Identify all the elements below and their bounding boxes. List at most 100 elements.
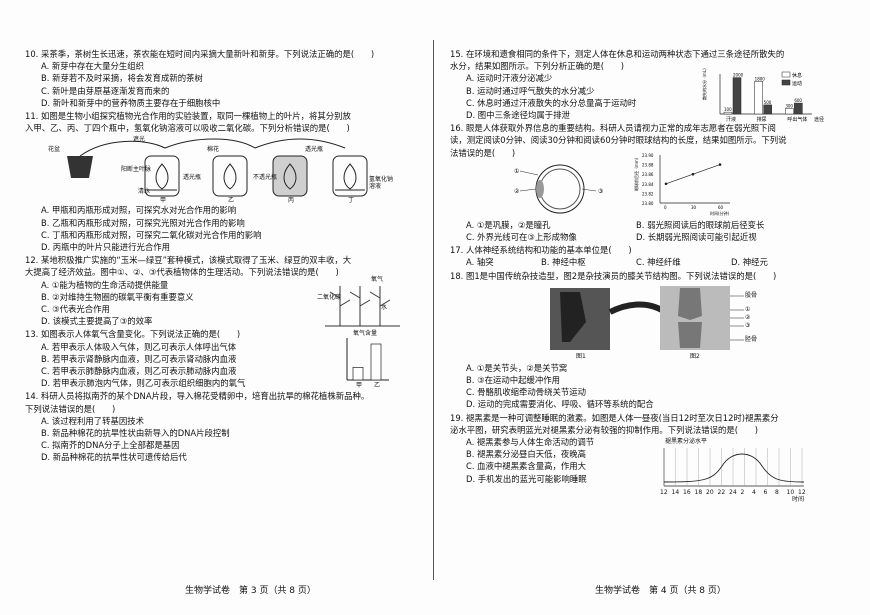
- q11-apparatus-figure: 花盆 遮光 阳断主叶脉 棉花 透光瓶 不透光瓶 透光瓶 清水 氢氧化钠溶液 甲 …: [25, 134, 410, 204]
- acrobat-knee-diagram: [550, 285, 744, 350]
- o2-chart-ylabel: 氧气含量: [353, 330, 378, 338]
- water-bar: [732, 77, 742, 115]
- q13-stem: 13. 如图表示人体氧气含量变化。下列说法正确的是( ): [25, 329, 241, 340]
- svg-text:③: ③: [598, 188, 603, 195]
- knee-label-femur: 股骨: [745, 291, 758, 299]
- footer-page-3: 生物学试卷 第 3 页（共 8 页）: [185, 586, 316, 596]
- q12-option-c: C. ③代表光合作用: [41, 304, 110, 315]
- melatonin-x-tick: 4: [752, 488, 756, 496]
- label-bing: 丙: [288, 197, 295, 205]
- water-category-label: 呼出气体: [787, 116, 807, 123]
- melatonin-x-tick: 18: [694, 488, 703, 496]
- water-bar-value: 2000: [733, 73, 744, 78]
- label-transparent-1: 透光瓶: [183, 174, 202, 182]
- knee-label-1: ①: [745, 305, 751, 313]
- q15-option-c: C. 休息时通过汗液散失的水分总量高于运动时: [466, 97, 637, 108]
- melatonin-x-tick: 16: [683, 488, 691, 496]
- q17-option-c: C. 神经纤维: [636, 257, 681, 268]
- label-oxygen: 氧气: [371, 276, 384, 284]
- water-category-label: 汗液: [726, 116, 736, 123]
- q19-stem-line1: 19. 褪黑素是一种可调整睡眠的激素。如图是人体一昼夜(当日12时至次日12时)…: [450, 412, 779, 423]
- o2-cat-yi: 乙: [374, 382, 381, 390]
- question-15: 15. 在环境和遗食相同的条件下，测定人体在休息和运动两种状态下通过三条途径所散…: [450, 48, 835, 123]
- q17-option-a: A. 轴突: [466, 257, 494, 268]
- figure-1-label: 图1: [576, 352, 586, 360]
- eye-length-chart: 23.8023.8223.8423.8623.8823.90眼球前后径（mm）0…: [633, 153, 730, 216]
- eye-data-point: [718, 163, 722, 166]
- label-transparent-2: 透光瓶: [305, 146, 324, 154]
- melatonin-x-tick: 12: [660, 488, 668, 496]
- melatonin-x-tick: 24: [729, 488, 737, 496]
- q19-stem-line2: 泌水平图，研究表明蓝光对褪黑素分泌有较强的抑制作用。下列说法错误的是( ): [450, 424, 759, 435]
- q19-option-d: D. 手机发出的蓝光可能影响睡眠: [466, 473, 587, 484]
- label-co2: 二氧化碳: [317, 294, 342, 302]
- eye-y-tick: 23.84: [642, 182, 654, 187]
- water-bar: [785, 108, 794, 115]
- knee-label-tibia: 胫骨: [745, 335, 758, 343]
- eye-y-tick: 23.86: [642, 172, 654, 177]
- q18-option-b: B. ③在运动中起缓冲作用: [466, 375, 560, 386]
- melatonin-x-tick: 2: [740, 488, 745, 496]
- melatonin-x-tick: 14: [671, 488, 680, 496]
- page-3-column: 10. 采茶季，茶树生长迅速，茶农能在短时间内采摘大量新叶和新芽。下列说法正确的…: [25, 48, 410, 465]
- water-legend-swatch: [781, 79, 791, 86]
- q11-option-d: D. 丙瓶中的叶片只能进行光合作用: [41, 242, 171, 253]
- eye-x-tick: 30: [691, 205, 697, 210]
- q16-option-d: D. 长期弱光照阅读可能引起近视: [636, 232, 757, 243]
- water-bar-value: 100: [724, 107, 732, 112]
- water-loss-chart: 散失的水分（mL）1002000汗液1800500排尿300600呼出气体途径休…: [701, 68, 824, 123]
- q12-option-a: A. ①能为植物的生命活动提供能量: [41, 279, 169, 290]
- q17-option-b: B. 神经中枢: [541, 257, 586, 268]
- question-14: 14. 科研人员将拟南芥的某个DNA片段，导入棉花受精卵中，培育出抗旱的棉花植株…: [25, 390, 410, 463]
- eye-x-tick: 0: [664, 205, 667, 210]
- water-bar-value: 1800: [755, 76, 766, 81]
- corn-plants-illustration: [325, 286, 400, 327]
- q18-figure: 股骨 ① ② ③ 胫骨 图1 图2: [450, 282, 835, 362]
- eye-y-tick: 23.82: [642, 191, 654, 196]
- q10-option-c: C. 新叶是由芽原基逐渐发育而来的: [41, 85, 170, 96]
- melatonin-chart: [663, 447, 805, 487]
- q12-option-b: B. ②对维持生物圈的碳氧平衡有重要意义: [41, 291, 194, 302]
- q14-option-c: C. 拟南芥的DNA分子上全部都是基因: [41, 440, 180, 451]
- water-bar-value: 500: [764, 100, 772, 105]
- label-jia: 甲: [160, 197, 167, 205]
- q13-option-d: D. 若甲表示肺泡内气体，则乙可表示组织细胞内的氧气: [41, 378, 246, 389]
- q10-option-b: B. 新芽若不及时采摘，将会发育成新的茶树: [41, 73, 203, 84]
- water-legend-label: 休息: [792, 72, 802, 79]
- label-clear-water: 清水: [138, 188, 151, 196]
- page-4-column: 15. 在环境和遗食相同的条件下，测定人体在休息和运动两种状态下通过三条途径所散…: [450, 48, 835, 503]
- apparatus-drawing: [67, 138, 368, 197]
- q16-stem-line2: 读，测定阅读0分钟、阅读30分钟和阅读60分钟时眼球结构的长度，结果如图所示。下…: [450, 135, 787, 146]
- melatonin-x-tick: 6: [763, 488, 768, 496]
- question-16: 16. 眼是人体获取外界信息的重要结构。科研人员请视力正常的成年志愿者在弱光照下…: [450, 122, 835, 243]
- water-xlabel: 途径: [814, 116, 824, 123]
- eye-data-point: [664, 182, 668, 185]
- eye-x-tick: 60: [718, 205, 724, 210]
- q12-stem-line1: 12. 某地积极推广实施的“玉米—绿豆”套种模式，该模式取得了玉米、绿豆的双丰收…: [25, 255, 352, 266]
- eye-y-tick: 23.80: [642, 201, 654, 206]
- q11-stem-line2: 入甲、乙、丙、丁四个瓶中，氢氧化钠溶液可以吸收二氧化碳。下列分析错误的是( ): [25, 123, 350, 134]
- figure-2-label: 图2: [690, 352, 700, 360]
- melatonin-x-tick: 20: [706, 488, 714, 496]
- label-yi: 乙: [228, 197, 235, 205]
- q12-stem-line2: 大提高了经济效益。图中①、②、③代表植物体的生理活动。下列说法错误的是( ): [25, 267, 339, 278]
- q16-option-c: C. 外界光线可在③上形成物像: [466, 232, 577, 243]
- water-bar-value: 300: [785, 104, 793, 109]
- q14-option-a: A. 该过程利用了转基因技术: [41, 415, 145, 426]
- melatonin-chart-title: 褪黑素分泌水平: [665, 437, 708, 445]
- q10-option-d: D. 新叶和新芽中的营养物质主要存在于细胞核中: [41, 97, 221, 108]
- water-legend-label: 运动: [792, 80, 802, 87]
- q19-option-a: A. 褪黑素参与人体生命活动的调节: [466, 437, 595, 448]
- melatonin-x-tick: 10: [786, 488, 795, 496]
- melatonin-x-tick: 22: [717, 488, 726, 496]
- q13-option-c: C. 若甲表示肺静脉内血液，则乙可表示肺动脉内血液: [41, 366, 237, 377]
- q13-option-b: B. 若甲表示肾静脉内血液，则乙可表示肾动脉内血液: [41, 353, 237, 364]
- o2-bar: [370, 344, 382, 381]
- water-legend-swatch: [781, 71, 791, 78]
- eye-data-point: [691, 172, 695, 176]
- q11-stem-line1: 11. 如图是生物小组探究植物光合作用的实验装置，取同一棵植物上的叶片，将其分别…: [25, 111, 351, 122]
- q10-option-a: A. 新芽中存在大量分生组织: [41, 61, 145, 72]
- footer-page-4: 生物学试卷 第 4 页（共 8 页）: [595, 586, 726, 596]
